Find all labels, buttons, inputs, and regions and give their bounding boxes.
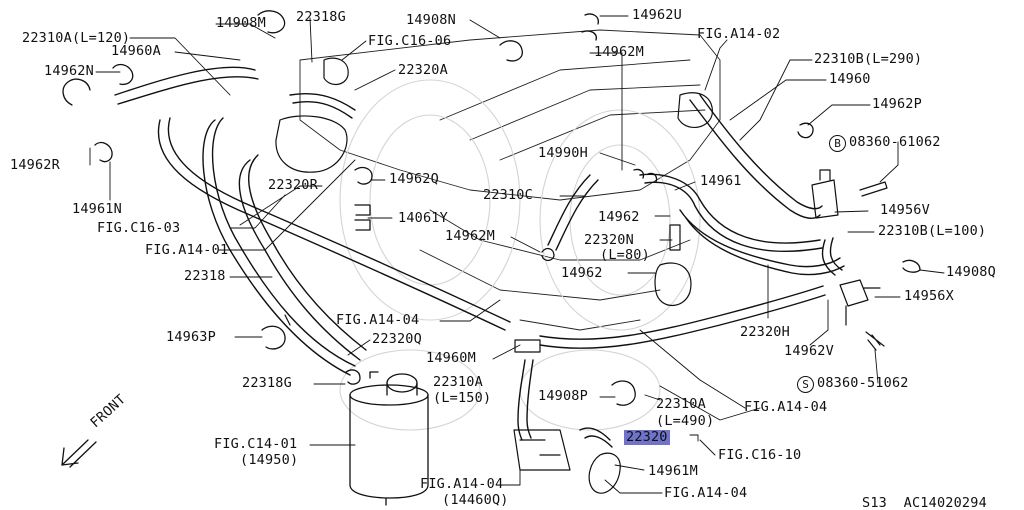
part-label: 14962N	[44, 63, 94, 79]
part-label: 14961M	[648, 463, 698, 479]
figure-reference: FIG.C16-03	[97, 220, 181, 236]
part-label: (L=80)	[600, 247, 650, 263]
part-label: 22310C	[483, 187, 533, 203]
part-label: 14961N	[72, 201, 122, 217]
part-label: 22310A	[433, 374, 483, 390]
part-label: 14962R	[10, 157, 60, 173]
bolt-marker-s: S	[797, 376, 814, 393]
part-label: 22318G	[242, 375, 292, 391]
part-label: 14962	[561, 265, 603, 281]
part-label: 14962Q	[389, 171, 439, 187]
part-label: 22320A	[398, 62, 448, 78]
part-label: 14960	[829, 71, 871, 87]
figure-reference: FIG.C14-01	[214, 436, 298, 452]
hose-icon	[114, 66, 845, 448]
highlighted-part-label[interactable]: 22320	[624, 429, 670, 445]
figure-reference: FIG.C16-06	[368, 33, 452, 49]
figure-reference: FIG.A14-04	[420, 476, 504, 492]
part-label: 14908Q	[946, 264, 996, 280]
figure-reference: FIG.A14-02	[697, 26, 781, 42]
part-label: 14956X	[904, 288, 954, 304]
figure-reference: FIG.C16-10	[718, 447, 802, 463]
part-label: 14061Y	[398, 210, 448, 226]
bolt-marker-b: B	[829, 135, 846, 152]
front-arrow-icon	[61, 439, 97, 468]
part-label: 08360-61062	[849, 134, 941, 150]
part-label: 22320R	[268, 177, 318, 193]
part-label: 22320H	[740, 324, 790, 340]
part-label: 22318G	[296, 9, 346, 25]
part-label: 22310B(L=100)	[878, 223, 987, 239]
part-label: (L=490)	[656, 413, 715, 429]
leader-lines	[89, 15, 945, 494]
part-label: 14962	[598, 209, 640, 225]
part-label: 14962M	[445, 228, 495, 244]
part-label: (14950)	[240, 452, 299, 468]
clamp-icon	[62, 10, 921, 406]
bolt-icon	[284, 181, 888, 351]
figure-reference: FIG.A14-04	[744, 399, 828, 415]
part-label: 14962P	[872, 96, 922, 112]
part-label: 22310A	[656, 396, 706, 412]
part-label: 14908M	[216, 15, 266, 31]
part-label: (L=150)	[433, 390, 492, 406]
canister-icon	[349, 371, 429, 506]
part-label: 22320Q	[372, 331, 422, 347]
figure-reference: FIG.A14-04	[664, 485, 748, 501]
part-label: 14962U	[632, 7, 682, 23]
part-label: 14908P	[538, 388, 588, 404]
part-label: 22310A(L=120)	[22, 30, 131, 46]
part-label: 14961	[700, 173, 742, 189]
part-label: (14460Q)	[442, 492, 509, 508]
diagram-id: S13 AC14020294	[862, 495, 987, 510]
part-label: 14956V	[880, 202, 930, 218]
figure-reference: FIG.A14-01	[145, 242, 229, 258]
part-label: 14908N	[406, 12, 456, 28]
part-label: 22320N	[584, 232, 634, 248]
valve-parts	[275, 57, 881, 494]
engine-outline	[299, 29, 721, 331]
part-label: 14963P	[166, 329, 216, 345]
part-label: 14962V	[784, 343, 834, 359]
part-label: 14960M	[426, 350, 476, 366]
part-label: 14990H	[538, 145, 588, 161]
part-label: 22310B(L=290)	[814, 51, 923, 67]
part-label: 14960A	[111, 43, 161, 59]
part-label: 08360-51062	[817, 375, 909, 391]
part-label: 22318	[184, 268, 226, 284]
figure-reference: FIG.A14-04	[336, 312, 420, 328]
part-label: 14962M	[594, 44, 644, 60]
